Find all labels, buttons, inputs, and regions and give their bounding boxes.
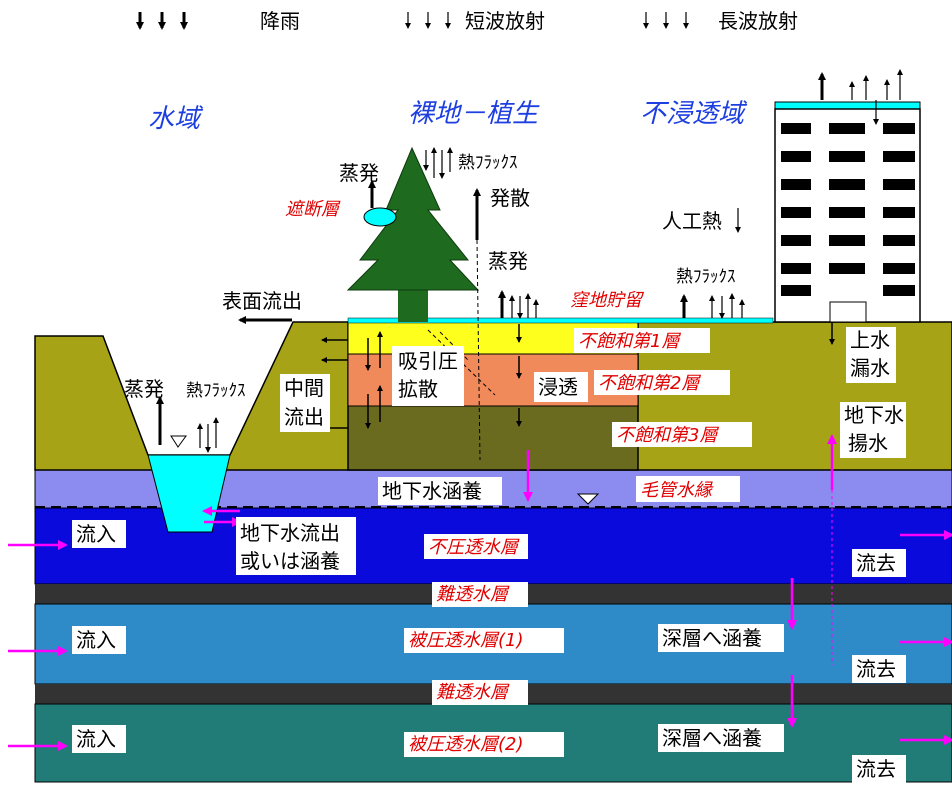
label-surface-runoff: 表面流出 <box>222 289 302 313</box>
label-aquitard-2: 難透水層 <box>436 682 510 703</box>
leak-label-bg <box>846 327 896 383</box>
label-confined-aquifer-2: 被圧透水層(2) <box>408 734 524 755</box>
aquitard1-label-bg <box>432 582 528 607</box>
label-suction-line1: 吸引圧 <box>398 349 458 373</box>
longwave-arrows-icon <box>643 12 689 29</box>
pump-label-bg <box>840 402 906 458</box>
label-suction-line2: 拡散 <box>398 377 438 401</box>
label-artificial-heat: 人工熱 <box>662 209 722 233</box>
label-water-leak-line1: 上水 <box>850 328 890 352</box>
deep-recharge2-label-bg <box>658 724 784 752</box>
label-capillary-fringe: 毛管水縁 <box>640 480 714 501</box>
label-outflow-2: 流去 <box>856 657 896 681</box>
label-evaporation-tree: 蒸発 <box>339 161 379 185</box>
legend-shortwave: 短波放射 <box>465 9 545 33</box>
water-level-marker-icon <box>170 435 187 448</box>
label-outflow-1: 流去 <box>856 551 896 575</box>
label-deep-recharge-1: 深層へ涵養 <box>662 626 762 650</box>
label-outflow-3: 流去 <box>856 757 896 781</box>
label-gw-recharge: 地下水涵養 <box>382 479 482 503</box>
region-title-bare-vegetation: 裸地－植生 <box>408 99 540 129</box>
shortwave-arrows-icon <box>405 12 451 29</box>
label-transpiration: 発散 <box>490 186 530 210</box>
confined1-label-bg <box>404 628 564 653</box>
label-interflow-line2: 流出 <box>284 405 324 429</box>
label-aquitard-1: 難透水層 <box>436 584 510 605</box>
label-unsat-layer-2: 不飽和第2層 <box>598 373 701 394</box>
label-infiltration: 浸透 <box>538 375 578 399</box>
inflow2-label-bg <box>72 626 126 654</box>
label-depression-storage: 窪地貯留 <box>570 290 645 311</box>
interception-storage-icon <box>363 207 397 227</box>
label-interflow-line1: 中間 <box>284 376 324 400</box>
groundwater-arrows <box>8 434 952 751</box>
deep-recharge1-label-bg <box>658 624 784 652</box>
label-unconfined-aquifer: 不圧透水層 <box>428 537 520 558</box>
label-unsat-layer-1: 不飽和第1層 <box>578 331 681 352</box>
label-inflow-2: 流入 <box>76 628 116 652</box>
label-unsat-layer-3: 不飽和第3層 <box>616 425 719 446</box>
unsat1-label-bg <box>574 328 710 353</box>
interflow-label-bg <box>280 374 330 432</box>
label-confined-aquifer-1: 被圧透水層(1) <box>408 630 524 651</box>
confined2-label-bg <box>404 732 564 757</box>
label-gw-pump-line2: 揚水 <box>848 431 888 455</box>
label-water-leak-line2: 漏水 <box>850 356 890 380</box>
label-heat-flux-tree: 熱ﾌﾗｯｸｽ <box>458 153 518 173</box>
label-heat-flux-ground: 熱ﾌﾗｯｸｽ <box>676 267 736 287</box>
region-title-water: 水域 <box>148 104 204 134</box>
outflow1-label-bg <box>852 549 906 577</box>
infiltration-label-bg <box>534 372 588 402</box>
label-heat-flux-water: 熱ﾌﾗｯｸｽ <box>186 381 246 401</box>
tree-icon <box>346 146 480 322</box>
gw-recharge-label-bg <box>378 477 502 505</box>
building-icon <box>774 101 921 323</box>
label-inflow-3: 流入 <box>76 727 116 751</box>
gw-outflow-label-bg <box>236 517 356 575</box>
outflow3-label-bg <box>852 755 906 783</box>
label-evaporation-ground: 蒸発 <box>488 249 528 273</box>
aquitard2-label-bg <box>432 680 528 705</box>
label-evaporation-water: 蒸発 <box>124 377 164 401</box>
label-inflow-1: 流入 <box>76 522 116 546</box>
legend-longwave: 長波放射 <box>718 9 798 33</box>
unsat3-label-bg <box>612 422 752 447</box>
inflow3-label-bg <box>72 725 126 753</box>
capillary-label-bg <box>636 476 740 502</box>
label-deep-recharge-2: 深層へ涵養 <box>662 726 762 750</box>
suction-label-bg <box>392 346 464 406</box>
label-gw-outflow-line1: 地下水流出 <box>240 521 340 545</box>
inflow1-label-bg <box>72 520 126 548</box>
legend: 降雨 短波放射 長波放射 <box>136 9 798 33</box>
rain-arrows-icon <box>136 12 188 30</box>
ponding-film <box>347 317 774 324</box>
label-gw-pump-line1: 地下水 <box>844 403 904 427</box>
legend-rain: 降雨 <box>260 9 300 33</box>
water-table-marker-icon <box>576 493 600 505</box>
unconfined-label-bg <box>424 534 528 559</box>
label-interception: 遮断層 <box>285 199 341 220</box>
outflow2-label-bg <box>852 655 906 683</box>
region-title-impervious: 不浸透域 <box>640 99 748 129</box>
label-gw-outflow-line2: 或いは涵養 <box>240 549 340 573</box>
unsat2-label-bg <box>594 370 730 395</box>
